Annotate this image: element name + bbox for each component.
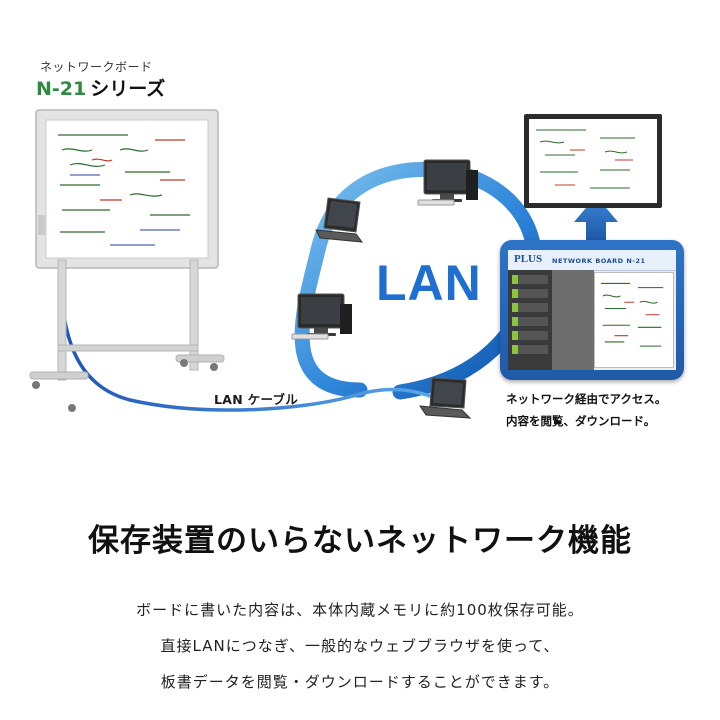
browser-preview [594, 272, 674, 368]
laptop-computer-left [315, 197, 364, 243]
projected-screen [524, 114, 662, 208]
lan-cable-label: LAN ケーブル [214, 392, 299, 407]
access-line-2: 内容を閲覧、ダウンロード。 [506, 414, 656, 428]
browser-sidebar-item [512, 331, 548, 340]
description-line-2: 直接LANにつなぎ、一般的なウェブブラウザを使って、 [160, 637, 560, 655]
whiteboard-stand [29, 109, 225, 412]
lan-label: LAN [376, 255, 482, 311]
description-line-1: ボードに書いた内容は、本体内蔵メモリに約100枚保存可能。 [136, 601, 584, 619]
browser-preview-scribbles [600, 282, 664, 347]
browser-sidebar-item [512, 289, 548, 298]
description-line-3: 板書データを閲覧・ダウンロードすることができます。 [160, 673, 560, 691]
browser-sidebar-item [512, 345, 548, 354]
product-model: N-21 [36, 78, 87, 100]
description: ボードに書いた内容は、本体内蔵メモリに約100枚保存可能。 直接LANにつなぎ、… [0, 592, 720, 700]
arrow-up [574, 196, 618, 240]
browser-window: PLUS NETWORK BOARD N-21 [500, 240, 684, 380]
access-line-1: ネットワーク経由でアクセス。 [506, 392, 667, 406]
browser-sidebar-item [512, 275, 548, 284]
network-diagram [29, 109, 662, 419]
product-subtitle: ネットワークボード [40, 60, 153, 74]
desktop-computer-left [291, 293, 352, 340]
main-heading: 保存装置のいらないネットワーク機能 [88, 523, 632, 559]
browser-brand: PLUS [514, 253, 543, 265]
browser-header: PLUS NETWORK BOARD N-21 [508, 250, 676, 271]
product-series: シリーズ [90, 78, 166, 100]
browser-content: PLUS NETWORK BOARD N-21 [508, 250, 676, 370]
access-caption: ネットワーク経由でアクセス。 内容を閲覧、ダウンロード。 [506, 388, 666, 432]
browser-sidebar-item [512, 303, 548, 312]
desktop-computer-top [417, 159, 478, 206]
browser-file-list [552, 270, 594, 370]
browser-sidebar-item [512, 317, 548, 326]
laptop-computer-bottom [419, 377, 472, 419]
browser-sidebar [508, 270, 552, 370]
browser-heading: NETWORK BOARD N-21 [552, 257, 646, 265]
